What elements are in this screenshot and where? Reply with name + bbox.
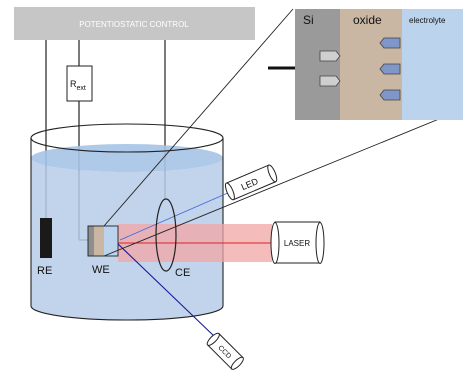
ccd-end-left — [206, 332, 220, 346]
external-resistor: Rext — [66, 65, 93, 102]
zoom-line-top — [103, 8, 294, 227]
potentiostatic-control: POTENTIOSTATIC CONTROL — [14, 7, 255, 40]
liquid-surface — [31, 144, 223, 172]
inset-si — [295, 9, 340, 120]
laser-front — [270, 222, 280, 264]
re-label: RE — [37, 265, 52, 277]
ccd-end-right — [230, 356, 244, 370]
working-electrode — [87, 225, 119, 257]
zoom-lines — [103, 8, 462, 257]
zoom-line-bottom — [103, 109, 462, 257]
we-electrolyte-layer — [104, 226, 118, 256]
laser-back — [315, 222, 325, 264]
we-label: WE — [92, 264, 110, 276]
ccd-camera: CCD — [206, 332, 244, 370]
beaker-bottom — [30, 305, 224, 321]
inset-electrolyte — [402, 9, 463, 120]
control-box — [14, 7, 255, 40]
inset-oxide-label: oxide — [353, 13, 382, 27]
defect-state-si-2 — [319, 75, 341, 87]
reference-electrode — [40, 218, 52, 258]
led-source: LED — [224, 164, 278, 201]
laser-label: LASER — [284, 239, 310, 248]
we-oxide-layer — [94, 226, 104, 256]
ce-label: CE — [175, 267, 190, 279]
interface-inset: Si oxide electrolyte — [268, 9, 463, 120]
resistor-subscript: ext — [77, 85, 86, 92]
control-box-label: POTENTIOSTATIC CONTROL — [79, 20, 189, 29]
defect-state-si-1 — [319, 50, 341, 62]
defect-state-el-2 — [379, 63, 401, 75]
we-si-layer — [88, 226, 94, 256]
inset-si-label: Si — [303, 13, 314, 27]
led-end-left — [224, 182, 235, 201]
inset-electrolyte-label: electrolyte — [409, 16, 446, 25]
defect-state-el-3 — [379, 89, 401, 101]
resistor-label: Rext — [70, 79, 86, 92]
laser-source: LASER — [270, 221, 325, 264]
resistor-box — [66, 65, 93, 102]
led-end-right — [267, 164, 278, 183]
laser-body — [274, 221, 321, 264]
defect-state-el-1 — [379, 37, 401, 49]
we-outline — [87, 225, 119, 257]
electrochemical-cell — [30, 123, 224, 321]
ccd-beam — [116, 242, 216, 338]
resistor-symbol: R — [70, 79, 77, 89]
